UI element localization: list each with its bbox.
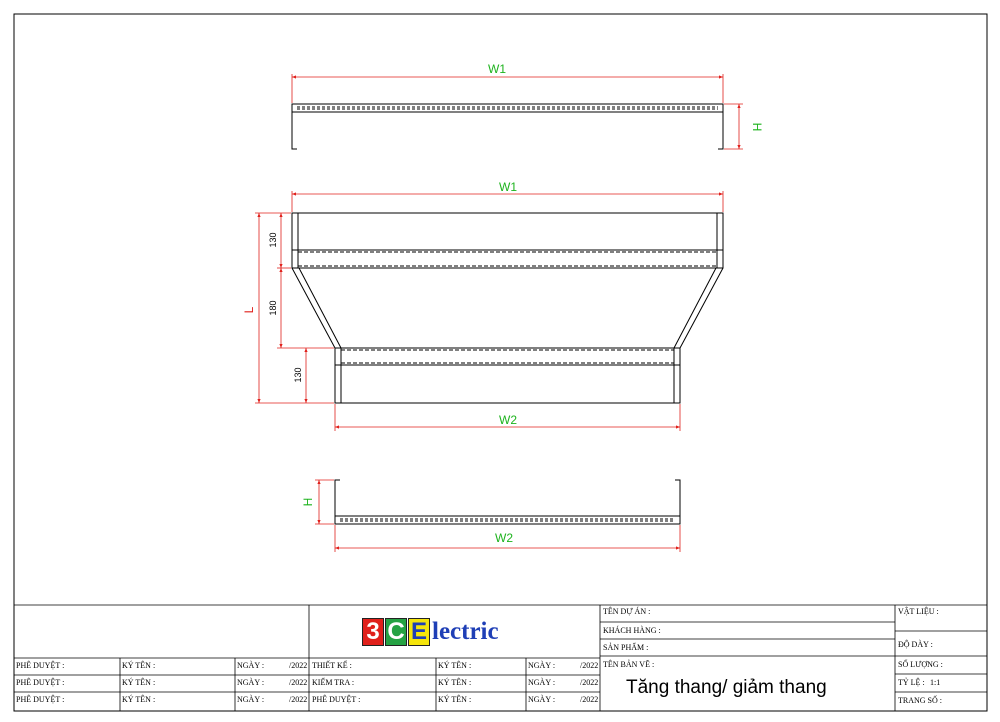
dim-label-h-bottom: H	[301, 498, 315, 507]
year-b: /2022	[580, 695, 599, 704]
date-b: NGÀY :	[528, 695, 556, 704]
label-vat-lieu: VẬT LIỆU :	[898, 607, 939, 616]
drawing-border	[13, 13, 988, 712]
date-a: NGÀY :	[237, 695, 265, 704]
label-ty-le: TỶ LỆ :	[898, 678, 925, 687]
dim-label-130-bottom: 130	[293, 367, 303, 382]
reducer-dimensions	[255, 191, 724, 431]
year-b: /2022	[580, 678, 599, 687]
role-b: PHÊ DUYỆT :	[312, 695, 361, 704]
dim-label-w2-mid: W2	[499, 413, 517, 427]
reducer-plan-view	[291, 212, 724, 404]
year-a: /2022	[289, 661, 308, 670]
logo-char-2: C	[385, 618, 407, 646]
year-b: /2022	[580, 661, 599, 670]
sign-a: KÝ TÊN :	[122, 695, 156, 704]
dim-label-w1-mid: W1	[499, 180, 517, 194]
dim-label-l: L	[242, 306, 256, 313]
label-ten-ban-ve: TÊN BẢN VẼ :	[603, 660, 655, 669]
logo-char-3: E	[408, 618, 430, 646]
bottom-dimensions	[315, 479, 681, 552]
bottom-tray-section	[334, 479, 681, 525]
role-a: PHÊ DUYỆT :	[16, 661, 65, 670]
sign-b: KÝ TÊN :	[438, 678, 472, 687]
dim-label-180: 180	[268, 300, 278, 315]
label-ten-du-an: TÊN DỰ ÁN :	[603, 607, 651, 616]
sign-b: KÝ TÊN :	[438, 661, 472, 670]
sign-a: KÝ TÊN :	[122, 661, 156, 670]
logo-char-1: 3	[362, 618, 384, 646]
dim-label-h-top: H	[750, 123, 764, 132]
label-do-day: ĐỘ DÀY :	[898, 640, 933, 649]
role-a: PHÊ DUYỆT :	[16, 678, 65, 687]
label-san-pham: SẢN PHẨM :	[603, 643, 649, 652]
value-ty-le: 1:1	[930, 678, 941, 687]
logo-text: lectric	[432, 618, 499, 645]
date-a: NGÀY :	[237, 661, 265, 670]
company-logo: 3 C E lectric	[362, 617, 499, 647]
date-b: NGÀY :	[528, 678, 556, 687]
label-khach-hang: KHÁCH HÀNG :	[603, 626, 661, 635]
title-block-grid	[14, 604, 987, 711]
year-a: /2022	[289, 695, 308, 704]
sign-a: KÝ TÊN :	[122, 678, 156, 687]
dim-label-w2-bottom: W2	[495, 531, 513, 545]
label-so-luong: SỐ LƯỢNG :	[898, 660, 943, 669]
label-trang-so: TRANG SỐ :	[898, 696, 943, 705]
date-b: NGÀY :	[528, 661, 556, 670]
year-a: /2022	[289, 678, 308, 687]
drawing-title: Tăng thang/ giảm thang	[626, 677, 827, 698]
top-dimensions	[291, 74, 743, 150]
role-b: THIẾT KẾ :	[312, 661, 352, 670]
dim-label-w1-top: W1	[488, 62, 506, 76]
role-b: KIỂM TRA :	[312, 678, 355, 687]
role-a: PHÊ DUYỆT :	[16, 695, 65, 704]
date-a: NGÀY :	[237, 678, 265, 687]
dim-label-130-top: 130	[268, 232, 278, 247]
sign-b: KÝ TÊN :	[438, 695, 472, 704]
top-tray-section	[291, 103, 724, 150]
